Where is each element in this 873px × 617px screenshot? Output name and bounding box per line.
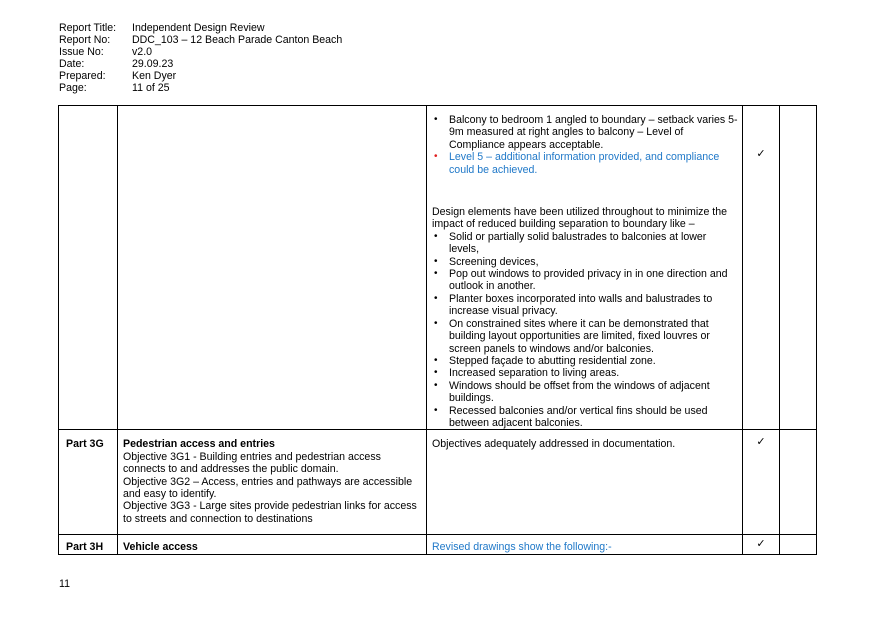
- table-row: Part 3G Pedestrian access and entries Ob…: [58, 429, 817, 536]
- report-header: Report Title: Independent Design Review …: [59, 22, 342, 94]
- header-label: Date:: [59, 58, 85, 70]
- objective-text: Objective 3G2 – Access, entries and path…: [123, 475, 413, 500]
- section-title: Vehicle access: [117, 534, 427, 556]
- design-intro: Design elements have been utilized throu…: [432, 206, 728, 231]
- header-row-prepared: Prepared: Ken Dyer: [59, 70, 342, 82]
- header-label: Page:: [59, 82, 87, 94]
- bullet-list: Solid or partially solid balustrades to …: [432, 231, 738, 430]
- list-item: Windows should be offset from the window…: [432, 380, 738, 405]
- list-item: Stepped façade to abutting residential z…: [432, 355, 738, 368]
- list-item: Planter boxes incorporated into walls an…: [432, 293, 738, 318]
- comment-text: Revised drawings show the following:-: [426, 534, 743, 556]
- objective-text: Objective 3G1 - Building entries and ped…: [123, 450, 381, 476]
- tick-cell: ✓: [742, 534, 780, 556]
- section-title: Pedestrian access and entries: [123, 438, 275, 451]
- empty-cell: [779, 429, 817, 536]
- header-value: Ken Dyer: [132, 70, 177, 82]
- check-icon: ✓: [756, 148, 766, 160]
- comment-text: Objectives adequately addressed in docum…: [432, 438, 676, 451]
- tick-cell: ✓: [742, 429, 780, 536]
- list-item: Pop out windows to provided privacy in i…: [432, 268, 738, 293]
- objective-cell: [117, 104, 427, 431]
- empty-cell: [779, 104, 817, 431]
- empty-cell: [779, 534, 817, 556]
- header-label: Issue No:: [59, 46, 104, 58]
- objective-cell: Pedestrian access and entries Objective …: [117, 429, 427, 536]
- list-item: Recessed balconies and/or vertical fins …: [432, 405, 738, 430]
- part-label: Part 3G: [58, 429, 118, 536]
- list-item: Balcony to bedroom 1 angled to boundary …: [432, 114, 738, 151]
- header-value: 29.09.23: [132, 58, 174, 70]
- list-item: On constrained sites where it can be dem…: [432, 318, 738, 355]
- header-value: Independent Design Review: [132, 22, 265, 34]
- comment-cell: Objectives adequately addressed in docum…: [426, 429, 743, 536]
- header-value: v2.0: [132, 46, 153, 58]
- tick-cell: ✓: [742, 104, 780, 431]
- part-label: Part 3H: [58, 534, 118, 556]
- header-row-report-no: Report No: DDC_103 – 12 Beach Parade Can…: [59, 34, 342, 46]
- list-item: Increased separation to living areas.: [432, 367, 738, 380]
- header-value: 11 of 25: [132, 82, 170, 94]
- check-icon: ✓: [756, 436, 766, 449]
- table-row: Part 3H Vehicle access Revised drawings …: [58, 534, 817, 556]
- part-cell: [58, 104, 118, 431]
- comment-cell: Balcony to bedroom 1 angled to boundary …: [426, 104, 743, 431]
- table-row: Balcony to bedroom 1 angled to boundary …: [58, 104, 817, 431]
- header-row-date: Date: 29.09.23: [59, 58, 342, 70]
- header-row-issue: Issue No: v2.0: [59, 46, 342, 58]
- header-row-title: Report Title: Independent Design Review: [59, 22, 342, 34]
- list-item: Screening devices,: [432, 256, 738, 269]
- header-value: DDC_103 – 12 Beach Parade Canton Beach: [132, 34, 343, 46]
- bullet-list: Balcony to bedroom 1 angled to boundary …: [432, 114, 738, 176]
- header-label: Report No:: [59, 34, 111, 46]
- header-label: Report Title:: [59, 22, 117, 34]
- header-label: Prepared:: [59, 70, 106, 82]
- list-item: Solid or partially solid balustrades to …: [432, 231, 738, 256]
- objective-text: Objective 3G3 - Large sites provide pede…: [123, 500, 417, 525]
- review-table: Balcony to bedroom 1 angled to boundary …: [58, 104, 817, 556]
- header-row-page: Page: 11 of 25: [59, 82, 342, 94]
- list-item: Level 5 – additional information provide…: [432, 151, 738, 176]
- page-number: 11: [59, 578, 70, 590]
- check-icon: ✓: [756, 538, 766, 551]
